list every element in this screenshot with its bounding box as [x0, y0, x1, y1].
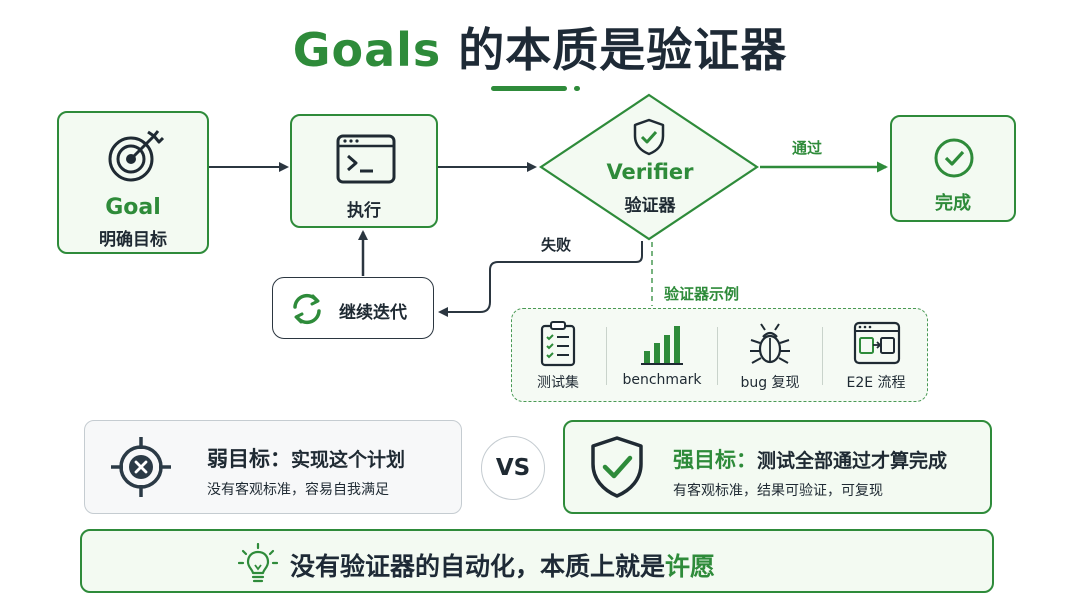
example-label: benchmark: [622, 372, 702, 388]
goal-title: Goal: [105, 195, 161, 220]
vs-badge: VS: [481, 436, 545, 500]
execute-label: 执行: [347, 201, 381, 221]
pass-label: 通过: [792, 139, 823, 157]
done-box: 完成: [890, 115, 1016, 222]
target-icon: [108, 130, 164, 182]
strong-goal-head: 强目标：: [673, 448, 757, 472]
conclusion-highlight: 许愿: [665, 552, 716, 581]
example-test-suite: 测试集: [514, 309, 602, 403]
title-underline: [491, 86, 567, 91]
iterate-box: 继续迭代: [272, 277, 434, 339]
shield-check-icon: [633, 118, 665, 156]
example-divider: [606, 327, 607, 385]
example-label: E2E 流程: [846, 375, 906, 391]
strong-goal-card: 强目标：测试全部通过才算完成 有客观标准，结果可验证，可复现: [563, 420, 992, 514]
arrow-fail-to-iterate: [438, 241, 643, 317]
weak-goal-card: 弱目标：实现这个计划 没有客观标准，容易自我满足: [84, 420, 462, 514]
goal-subtitle: 明确目标: [99, 230, 167, 250]
goal-box: Goal 明确目标: [57, 111, 209, 254]
strong-goal-subtitle: 有客观标准，结果可验证，可复现: [673, 483, 883, 499]
weak-goal-head: 弱目标：: [207, 447, 291, 471]
verifier-subtitle: 验证器: [624, 196, 676, 216]
verifier-examples-panel: 测试集 benchmark: [511, 308, 928, 402]
crosshair-x-icon: [111, 437, 171, 497]
title-en: Goals: [292, 23, 442, 77]
example-e2e-flow: E2E 流程: [826, 309, 926, 403]
weak-goal-title: 弱目标：实现这个计划: [207, 443, 405, 473]
example-bug-repro: bug 复现: [721, 309, 819, 403]
title-zh: 的本质是验证器: [441, 23, 788, 77]
shield-check-icon: [591, 436, 643, 498]
bar-chart-icon: [641, 326, 683, 365]
example-divider: [822, 327, 823, 385]
title-underline-dot: [574, 86, 580, 91]
terminal-icon: [336, 134, 396, 184]
execute-box: 执行: [290, 114, 438, 228]
conclusion-banner: 没有验证器的自动化，本质上就是许愿: [80, 529, 994, 593]
strong-goal-text: 测试全部通过才算完成: [757, 450, 948, 472]
example-divider: [717, 327, 718, 385]
example-label: bug 复现: [740, 375, 800, 391]
refresh-icon: [293, 293, 321, 325]
bug-icon: [750, 323, 790, 364]
conclusion-main: 没有验证器的自动化，本质上就是: [290, 552, 666, 581]
strong-goal-title: 强目标：测试全部通过才算完成: [673, 444, 947, 474]
examples-title: 验证器示例: [664, 285, 740, 303]
verifier-title: Verifier: [606, 160, 694, 184]
example-label: 测试集: [537, 375, 579, 391]
example-benchmark: benchmark: [610, 309, 714, 403]
conclusion-text: 没有验证器的自动化，本质上就是许愿: [290, 547, 715, 583]
iterate-label: 继续迭代: [339, 303, 407, 323]
page-title: Goals 的本质是验证器: [0, 14, 1080, 80]
check-circle-icon: [934, 138, 974, 178]
weak-goal-text: 实现这个计划: [291, 449, 406, 471]
weak-goal-subtitle: 没有客观标准，容易自我满足: [207, 482, 389, 498]
verifier-diamond: [539, 93, 759, 241]
lightbulb-icon: [238, 543, 278, 583]
checklist-icon: [540, 321, 576, 367]
fail-label: 失败: [541, 236, 572, 254]
flow-window-icon: [853, 321, 901, 365]
done-label: 完成: [935, 193, 971, 214]
